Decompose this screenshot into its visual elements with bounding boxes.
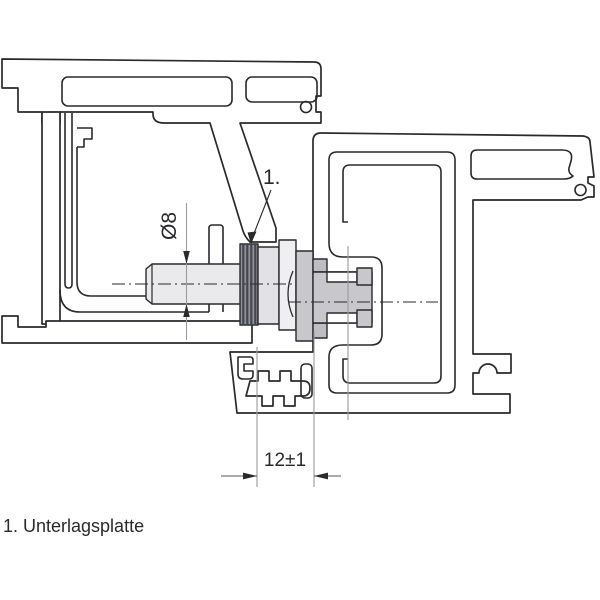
- diameter-dim-text: Ø8: [158, 212, 181, 240]
- centerlines: [112, 246, 438, 420]
- diameter-arrow-top: [183, 251, 190, 264]
- channel-inner-wall: [342, 164, 442, 384]
- sill-comb-channel: [245, 370, 311, 407]
- width-arrow-right: [314, 472, 328, 480]
- left-profile-top-bar: [1, 58, 322, 243]
- clamp-tab-bottom: [312, 322, 328, 339]
- top-bar-chamber-left: [61, 76, 233, 107]
- sill-gasket-hook: [237, 356, 254, 380]
- clamp-nut-slot-bottom: [326, 312, 358, 324]
- channel-clamp-pocket: [328, 242, 383, 358]
- channel-outer-wall: [328, 151, 456, 394]
- glazing-fin-notch: [77, 127, 93, 148]
- top-bar-chamber-right: [245, 76, 318, 103]
- clamp-nut-slot-top: [326, 271, 358, 283]
- left-profile-bottom-bar: [1, 315, 253, 344]
- glazing-fin-inner: [76, 147, 209, 297]
- right-profile: [229, 132, 595, 414]
- callout-arrowhead: [247, 231, 257, 244]
- width-dim-text: 12±1: [264, 450, 306, 471]
- clamp-nut-cap-bottom: [356, 309, 373, 328]
- callout-leader: [252, 189, 272, 237]
- width-arrow-left: [243, 472, 257, 480]
- left-profile-leg: [41, 111, 61, 325]
- diameter-dimension: Ø8: [158, 203, 190, 340]
- callout-1: 1.: [247, 166, 281, 244]
- legend-text: 1. Unterlagsplatte: [3, 516, 144, 536]
- diameter-arrow-bottom: [183, 304, 190, 317]
- top-arm-chamber: [470, 149, 574, 180]
- clamp-tab-top: [312, 258, 328, 273]
- width-dimension: 12±1: [221, 331, 341, 487]
- glazing-fin-groove: [64, 113, 73, 289]
- right-profile-body: [229, 132, 595, 414]
- left-profile: [1, 58, 322, 344]
- pin-tab: [208, 224, 224, 312]
- callout-label: 1.: [263, 166, 281, 189]
- screw-port-right: [574, 183, 587, 197]
- washer-plate: [295, 250, 314, 342]
- sill-chamber: [300, 363, 313, 399]
- clamp-nut-cap-top: [356, 267, 373, 286]
- glazing-fin-outer: [59, 289, 209, 313]
- cylinder-face-arc: [287, 270, 294, 318]
- spacer-sleeve: [257, 246, 280, 325]
